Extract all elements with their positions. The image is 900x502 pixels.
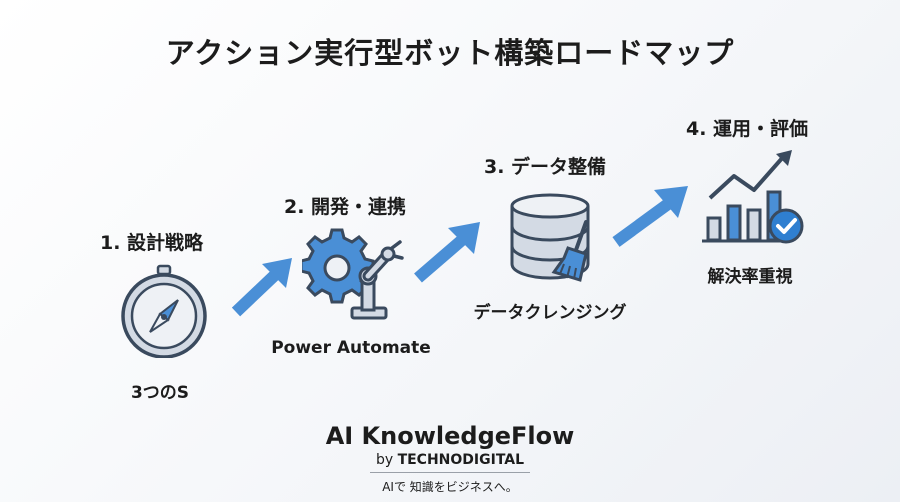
- arrow-right-up-icon: [414, 222, 480, 283]
- page-title: アクション実行型ボット構築ロードマップ: [165, 36, 735, 70]
- step-2-caption: Power Automate: [271, 338, 431, 358]
- brand-divider: [370, 472, 530, 473]
- bar-chart-check-icon: [702, 150, 804, 244]
- step-3-caption: データクレンジング: [473, 303, 627, 323]
- step-1-caption: 3つのS: [130, 383, 190, 403]
- brand-company: TECHNODIGITAL: [397, 452, 525, 468]
- arrow-right-up-icon: [232, 258, 292, 317]
- brand-by-prefix: by: [375, 452, 398, 468]
- step-4-caption: 解決率重視: [707, 267, 793, 287]
- brand-name: AI KnowledgeFlow: [325, 422, 575, 450]
- step-3-label: 3. データ整備: [484, 156, 607, 178]
- arrow-right-up-icon: [612, 186, 688, 247]
- step-4-label: 4. 運用・評価: [686, 118, 809, 140]
- brand-byline: by TECHNODIGITAL: [0, 452, 900, 468]
- compass-icon: [121, 264, 207, 358]
- gear-robot-arm-icon: [302, 228, 404, 320]
- brand-tagline: AIで 知識をビジネスへ。: [382, 480, 518, 494]
- database-broom-icon: [510, 193, 590, 282]
- step-2-label: 2. 開発・連携: [284, 196, 407, 218]
- step-1-label: 1. 設計戦略: [100, 232, 204, 254]
